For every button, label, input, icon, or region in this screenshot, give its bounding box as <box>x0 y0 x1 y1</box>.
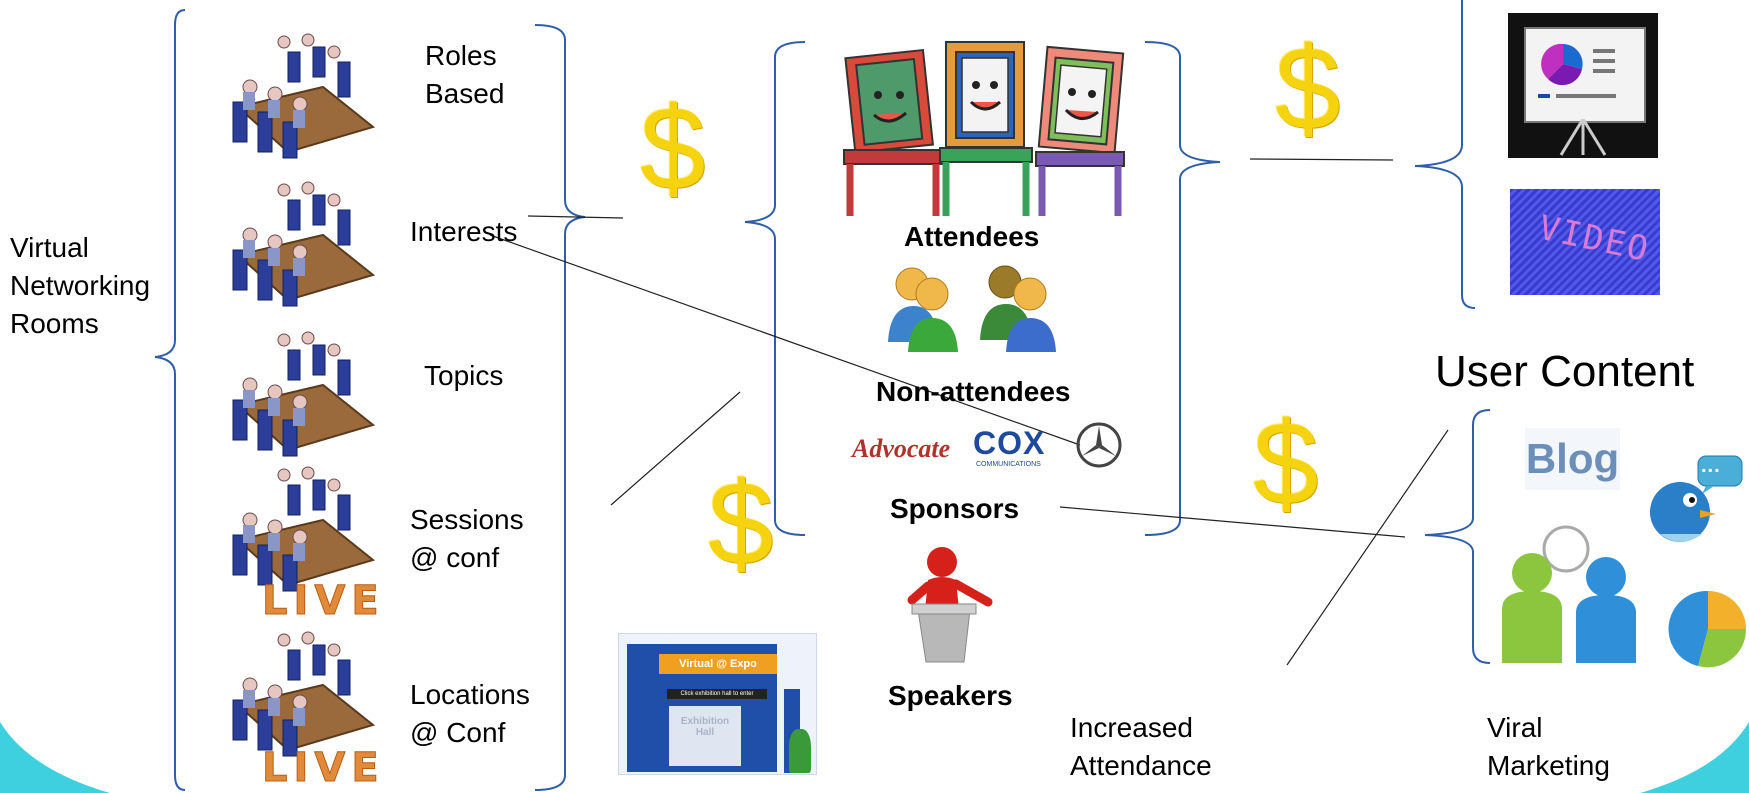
brace-audience-left <box>744 41 806 536</box>
bubble-dots: ... <box>1701 455 1721 477</box>
dollar-icon: $ <box>640 83 706 215</box>
presentation-board-icon <box>1508 13 1658 158</box>
label-sessions: Sessions @ conf <box>410 504 524 573</box>
line-audience-to-media <box>1249 158 1394 161</box>
label-user-content: User Content <box>1435 347 1695 396</box>
blog-icon: Blog <box>1525 428 1620 490</box>
label-topics: Topics <box>424 360 504 391</box>
corner-arc-right <box>1640 722 1749 793</box>
line-attendance-diagonal <box>1286 429 1449 666</box>
cox-logo: COX <box>973 425 1046 461</box>
virtual-expo-booth: Virtual @ Expo Click exhibition hall to … <box>618 633 817 775</box>
label-virtual-networking-rooms: Virtual Networking Rooms <box>10 232 151 339</box>
mercedes-logo-icon <box>1076 422 1122 468</box>
dollar-icon: $ <box>1275 23 1341 155</box>
line-sponsors-to-content <box>1059 506 1406 538</box>
brace-user-content <box>1424 409 1491 664</box>
dollar-icon: $ <box>708 458 774 590</box>
line-rooms-to-audience <box>527 215 624 219</box>
label-locations: Locations @ Conf <box>410 679 530 748</box>
label-sponsors: Sponsors <box>890 493 1020 524</box>
brace-media <box>1414 0 1476 309</box>
cox-logo-subtitle: COMMUNICATIONS <box>976 461 1041 468</box>
corner-arc-left <box>0 722 110 793</box>
twitter-bird-icon <box>1650 455 1743 542</box>
label-interests: Interests <box>410 216 518 247</box>
pie-chart-icon <box>1538 43 1616 98</box>
pie-chart-icon <box>1668 590 1747 668</box>
meeting-table-icon <box>232 181 376 307</box>
social-people-icon <box>1502 525 1636 663</box>
speaker-podium-icon <box>907 547 993 663</box>
booth-banner: Click exhibition hall to enter <box>667 689 767 699</box>
video-icon: VIDEO <box>1510 189 1660 295</box>
line-expo-diagonal <box>610 391 741 506</box>
advocate-logo: Advocate <box>852 434 951 463</box>
booth-title: Virtual @ Expo <box>659 654 777 674</box>
live-badge: LIVE <box>262 745 385 792</box>
meeting-table-icon <box>232 631 376 757</box>
label-non-attendees: Non-attendees <box>876 376 1071 407</box>
dollar-icon: $ <box>1253 398 1319 530</box>
label-attendees: Attendees <box>904 221 1040 252</box>
plant-icon <box>789 729 811 773</box>
presentation-screen <box>1524 27 1646 123</box>
label-increased-attendance: Increased Attendance <box>1070 712 1212 781</box>
brace-audience-right <box>1144 41 1221 536</box>
brace-rooms <box>154 9 186 791</box>
brace-room-types <box>534 24 586 791</box>
meeting-table-icon <box>232 466 376 592</box>
easel-legs-icon <box>1559 119 1607 156</box>
meeting-table-icon <box>232 33 376 159</box>
live-badge: LIVE <box>262 578 385 625</box>
people-group-icon <box>888 265 1056 352</box>
meeting-table-icon <box>232 331 376 457</box>
label-roles-based: Roles Based <box>425 40 505 109</box>
label-viral-marketing: Viral Marketing <box>1487 712 1610 781</box>
attendees-chairs-icon <box>843 41 1125 216</box>
label-speakers: Speakers <box>888 680 1013 711</box>
booth-hall-door[interactable]: Exhibition Hall <box>669 706 741 766</box>
video-text: VIDEO <box>1535 207 1654 271</box>
line-interests-to-sponsor <box>489 234 1081 446</box>
